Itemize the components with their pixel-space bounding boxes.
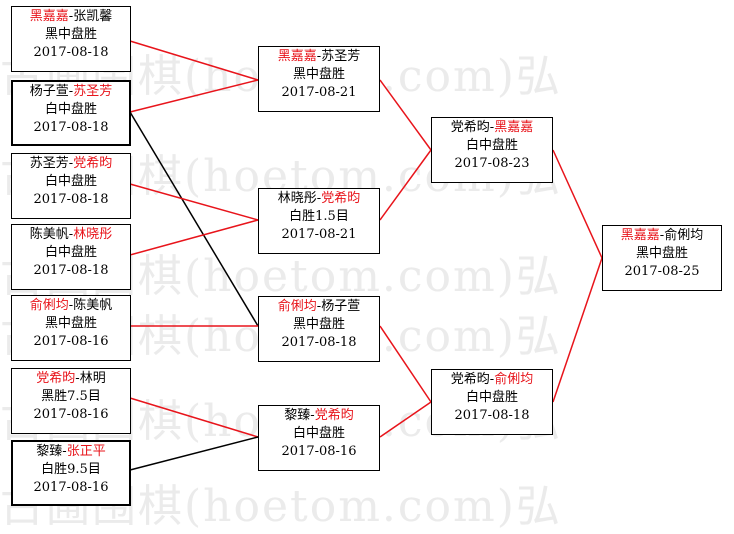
player-2: 俞俐均 bbox=[494, 372, 534, 387]
connector-r1m7-r2m4 bbox=[129, 436, 259, 471]
match-result: 黑中盘胜 bbox=[635, 246, 688, 261]
match-result: 白胜1.5目 bbox=[289, 209, 349, 224]
match-result: 黑胜7.5目 bbox=[41, 389, 101, 404]
match-date: 2017-08-16 bbox=[33, 334, 109, 349]
player-2: 张凯馨 bbox=[73, 9, 113, 24]
player-1: 党希昀 bbox=[36, 371, 76, 386]
match-date: 2017-08-21 bbox=[281, 85, 357, 100]
player-1: 黑嘉嘉 bbox=[29, 9, 69, 24]
player-1: 俞俐均 bbox=[277, 299, 317, 314]
player-1: 俞俐均 bbox=[29, 298, 69, 313]
match-box-r1-7: 黎臻-张正平 白胜9.5目 2017-08-16 bbox=[11, 440, 131, 506]
match-box-r1-6: 党希昀-林明 黑胜7.5目 2017-08-16 bbox=[11, 368, 131, 434]
player-2: 苏圣芳 bbox=[321, 49, 361, 64]
match-date: 2017-08-18 bbox=[33, 45, 109, 60]
match-box-final: 黑嘉嘉-俞俐均 黑中盘胜 2017-08-25 bbox=[602, 225, 722, 291]
player-2: 党希昀 bbox=[321, 191, 361, 206]
match-result: 白中盘胜 bbox=[292, 426, 345, 441]
player-2: 黑嘉嘉 bbox=[494, 120, 534, 135]
match-box-r1-4: 陈美帆-林晓彤 白中盘胜 2017-08-18 bbox=[11, 224, 131, 290]
match-result: 白中盘胜 bbox=[44, 245, 97, 260]
bracket-connectors bbox=[129, 40, 603, 471]
match-result: 黑中盘胜 bbox=[292, 67, 345, 82]
match-box-r1-1: 黑嘉嘉-张凯馨 黑中盘胜 2017-08-18 bbox=[11, 6, 131, 72]
player-1: 林晓彤 bbox=[277, 191, 317, 206]
match-result: 白胜9.5目 bbox=[41, 462, 101, 477]
match-date: 2017-08-16 bbox=[281, 444, 357, 459]
match-result: 黑中盘胜 bbox=[44, 27, 97, 42]
match-date: 2017-08-18 bbox=[454, 408, 530, 423]
connector-r3m1-final bbox=[552, 149, 603, 259]
match-date: 2017-08-18 bbox=[33, 263, 109, 278]
connector-r1m6-r2m4 bbox=[129, 397, 259, 438]
player-1: 黎臻 bbox=[284, 408, 311, 423]
match-date: 2017-08-18 bbox=[281, 335, 357, 350]
player-2: 张正平 bbox=[66, 444, 106, 459]
player-2: 陈美帆 bbox=[73, 298, 113, 313]
match-box-r1-5: 俞俐均-陈美帆 黑中盘胜 2017-08-16 bbox=[11, 295, 131, 361]
player-1: 黎臻 bbox=[36, 444, 63, 459]
connector-r1m1-r2m1 bbox=[129, 40, 259, 81]
match-result: 黑中盘胜 bbox=[292, 317, 345, 332]
player-2: 苏圣芳 bbox=[73, 84, 113, 99]
match-result: 白中盘胜 bbox=[465, 390, 518, 405]
connector-r2m2-r3m1 bbox=[379, 149, 432, 221]
player-2: 杨子萱 bbox=[321, 299, 361, 314]
player-1: 杨子萱 bbox=[29, 84, 69, 99]
player-2: 党希昀 bbox=[73, 156, 113, 171]
connector-r2m3-r3m2 bbox=[379, 325, 432, 403]
connector-r1m2-r2m1 bbox=[129, 79, 259, 113]
player-1: 党希昀 bbox=[450, 120, 490, 135]
match-result: 黑中盘胜 bbox=[44, 316, 97, 331]
player-1: 苏圣芳 bbox=[29, 156, 69, 171]
match-box-r1-3: 苏圣芳-党希昀 白中盘胜 2017-08-18 bbox=[11, 153, 131, 219]
match-date: 2017-08-18 bbox=[33, 192, 109, 207]
connector-r1m3-r2m2 bbox=[129, 183, 259, 221]
player-2: 党希昀 bbox=[314, 408, 354, 423]
match-box-r2-4: 黎臻-党希昀 白中盘胜 2017-08-16 bbox=[258, 405, 380, 471]
match-result: 白中盘胜 bbox=[44, 174, 97, 189]
match-box-r3-1: 党希昀-黑嘉嘉 白中盘胜 2017-08-23 bbox=[431, 117, 553, 183]
match-date: 2017-08-21 bbox=[281, 227, 357, 242]
player-1: 党希昀 bbox=[450, 372, 490, 387]
match-date: 2017-08-16 bbox=[33, 407, 109, 422]
player-2: 林明 bbox=[79, 371, 106, 386]
player-2: 俞俐均 bbox=[664, 228, 704, 243]
match-result: 白中盘胜 bbox=[465, 138, 518, 153]
player-1: 陈美帆 bbox=[29, 227, 69, 242]
match-box-r2-3: 俞俐均-杨子萱 黑中盘胜 2017-08-18 bbox=[258, 296, 380, 362]
player-1: 黑嘉嘉 bbox=[620, 228, 660, 243]
player-2: 林晓彤 bbox=[73, 227, 113, 242]
match-box-r3-2: 党希昀-俞俐均 白中盘胜 2017-08-18 bbox=[431, 369, 553, 435]
match-result: 白中盘胜 bbox=[44, 102, 97, 117]
match-date: 2017-08-25 bbox=[624, 264, 700, 279]
connector-r2m4-r3m2 bbox=[379, 401, 432, 438]
connector-r1m4-r2m2 bbox=[129, 219, 259, 256]
match-box-r2-1: 黑嘉嘉-苏圣芳 黑中盘胜 2017-08-21 bbox=[258, 46, 380, 112]
connector-r3m2-final bbox=[552, 257, 603, 403]
match-date: 2017-08-18 bbox=[33, 120, 109, 135]
match-date: 2017-08-16 bbox=[33, 480, 109, 495]
match-box-r1-2: 杨子萱-苏圣芳 白中盘胜 2017-08-18 bbox=[11, 80, 131, 146]
player-1: 黑嘉嘉 bbox=[277, 49, 317, 64]
match-box-r2-2: 林晓彤-党希昀 白胜1.5目 2017-08-21 bbox=[258, 188, 380, 254]
connector-r1m2-r2m3 bbox=[129, 111, 259, 327]
connector-r2m1-r3m1 bbox=[379, 79, 432, 151]
match-date: 2017-08-23 bbox=[454, 156, 530, 171]
